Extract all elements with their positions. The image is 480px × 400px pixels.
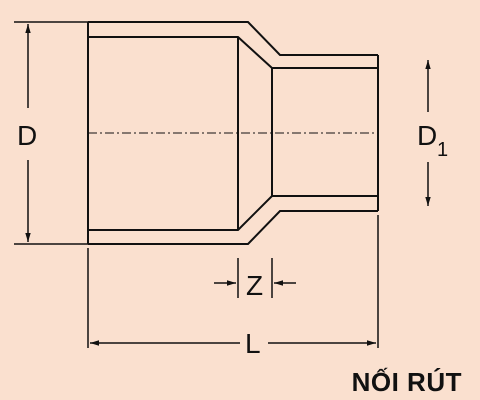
outer-profile-top — [88, 21, 378, 56]
dimension-z-label: Z — [246, 270, 263, 301]
dimension-l-label: L — [245, 328, 261, 359]
product-caption: NỐI RÚT — [351, 367, 462, 397]
outer-profile-bottom — [88, 210, 378, 245]
inner-profile-top — [88, 36, 378, 69]
dimension-z — [214, 258, 296, 298]
dimension-d-label: D — [17, 120, 37, 151]
dimension-d1-subscript: 1 — [437, 139, 448, 161]
inner-profile-bottom — [88, 195, 378, 231]
dimension-d1-label: D — [417, 120, 437, 151]
dimension-l — [87, 215, 379, 348]
dimension-d — [14, 21, 88, 245]
